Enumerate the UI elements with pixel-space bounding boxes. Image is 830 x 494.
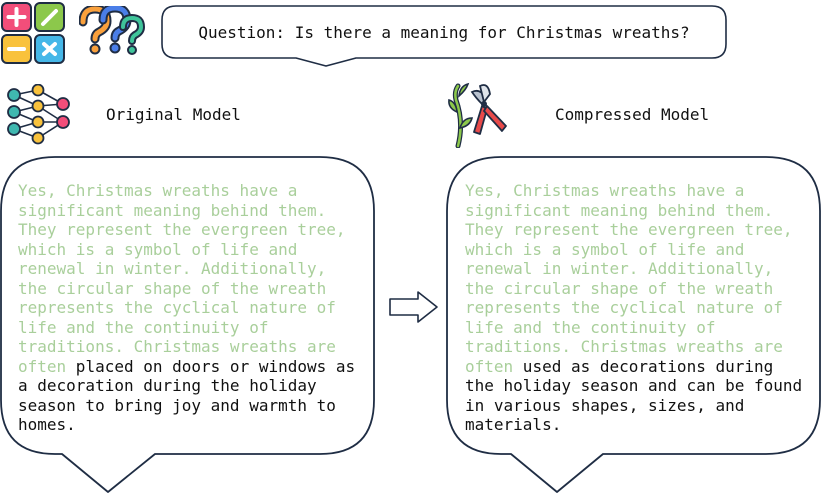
calculator-icon [1,2,65,64]
original-answer-divergent: placed on doors or windows as a decorati… [18,356,356,435]
original-model-label: Original Model [106,105,241,124]
original-answer: Yes, Christmas wreaths have a significan… [18,181,368,435]
original-answer-shared: Yes, Christmas wreaths have a significan… [18,181,346,376]
question-text: Question: Is there a meaning for Christm… [198,22,690,42]
question-marks-icon [79,6,145,55]
compressed-model-label: Compressed Model [555,105,710,124]
question-bubble [161,5,727,67]
compressed-answer-shared: Yes, Christmas wreaths have a significan… [465,181,793,376]
neural-network-icon [7,84,70,145]
compressed-answer: Yes, Christmas wreaths have a significan… [465,181,815,435]
arrow-right-icon [389,291,438,323]
pruning-shears-icon [448,82,507,148]
original-answer-bubble [0,156,375,493]
compressed-answer-divergent: used as decorations during the holiday s… [465,356,803,435]
compressed-answer-bubble [446,156,821,493]
